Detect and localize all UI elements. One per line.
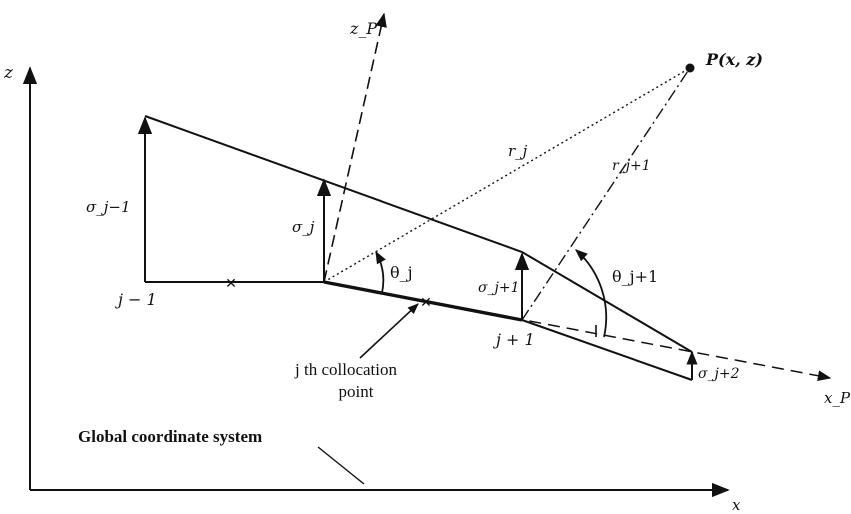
global-x-label: x <box>732 496 741 514</box>
panel-j <box>323 280 523 322</box>
r-jp1-line <box>521 67 691 321</box>
sigma-jp1-label: σ_j+1 <box>478 280 520 296</box>
collocation-caption-line1: j th collocation <box>294 360 397 379</box>
strength-envelope <box>144 115 693 353</box>
r-j-label: r_j <box>508 142 528 160</box>
point-p-label: P(x, z) <box>705 50 763 69</box>
collocation-caption-line2: point <box>339 382 374 401</box>
r-jp1-label: r_j+1 <box>612 158 651 174</box>
theta-jp1-arc <box>575 249 608 338</box>
global-system-leader <box>317 446 365 485</box>
sigma-jm1-label: σ_j−1 <box>86 198 131 216</box>
collocation-mark-j: ✕ <box>420 295 432 311</box>
sigma-jp2-label: σ_j+2 <box>698 366 740 382</box>
panel-z-label: z_P <box>349 19 377 38</box>
theta-j-arc <box>375 250 386 294</box>
global-system-caption: Global coordinate system <box>78 427 262 446</box>
panel-x-label: x_P <box>824 389 851 407</box>
r-j-line <box>323 67 691 283</box>
panel-jp1 <box>521 319 693 381</box>
sigma-j-label: σ_j <box>292 218 315 236</box>
collocation-leader <box>359 303 419 359</box>
theta-j-label: θ_j <box>390 263 413 282</box>
theta-jp1-label: θ_j+1 <box>612 267 658 286</box>
node-jp1-label: j + 1 <box>493 330 535 349</box>
point-p <box>685 63 695 73</box>
panel-z-axis <box>323 12 387 283</box>
node-jm1-label: j − 1 <box>115 290 157 309</box>
collocation-mark-jm1: ✕ <box>225 276 237 292</box>
global-z-label: z <box>3 63 14 83</box>
